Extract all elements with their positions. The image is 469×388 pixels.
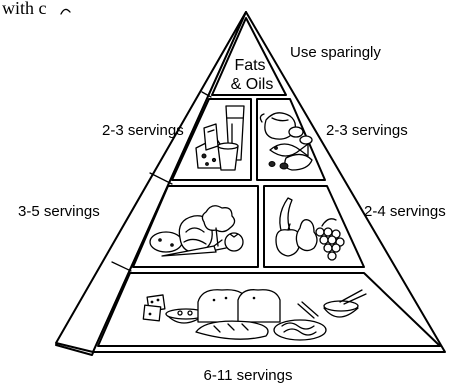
use-sparingly-label: Use sparingly [290, 44, 381, 61]
fats-label-line1: Fats [234, 57, 265, 74]
caption-occlusion [58, 0, 198, 18]
caption-fragment: with c [2, 0, 47, 18]
dairy-servings-label: 2-3 servings [102, 122, 184, 139]
fruits-servings-label: 2-4 servings [364, 203, 446, 220]
meat-servings-label: 2-3 servings [326, 122, 408, 139]
grains-servings-label: 6-11 servings [204, 367, 293, 384]
fats-label-line2: & Oils [231, 76, 274, 93]
vegetables-servings-label: 3-5 servings [18, 203, 100, 220]
